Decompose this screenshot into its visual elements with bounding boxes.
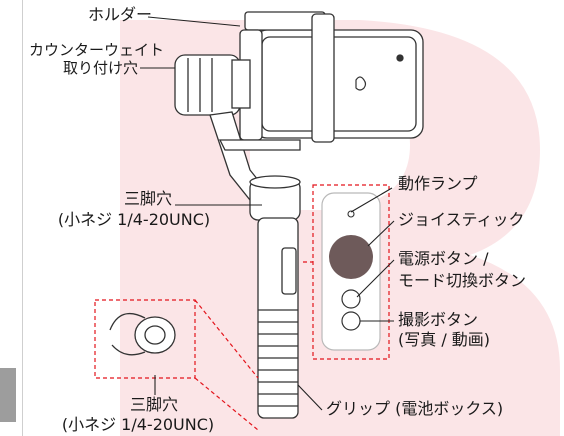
label-power-line1: 電源ボタン /: [398, 249, 489, 268]
label-tripod-bottom-line2: (小ネジ 1/4-20UNC): [61, 415, 215, 434]
label-counterweight-line1: カウンターウェイト: [28, 41, 164, 59]
label-counterweight-line2: 取り付け穴: [62, 59, 138, 77]
side-marker: [0, 368, 16, 422]
label-tripod-bottom-line1: 三脚穴: [129, 395, 178, 414]
bottom-socket-closeup: [109, 312, 176, 356]
label-holder: ホルダー: [88, 5, 153, 24]
grip-rings: [258, 309, 298, 407]
bottom-socket-callout-box: [94, 299, 196, 379]
apple-logo-icon: [355, 76, 367, 91]
label-action-lamp: 動作ランプ: [398, 174, 478, 193]
action-lamp-indicator: [347, 210, 355, 218]
side-column: [0, 0, 23, 436]
label-grip: グリップ (電池ボックス): [326, 399, 504, 418]
shoot-button: [341, 311, 361, 331]
control-panel-callout-box: [312, 184, 390, 360]
label-shoot-line2: (写真 / 動画): [398, 330, 491, 349]
label-tripod-top-line1: 三脚穴: [123, 189, 172, 208]
label-power-line2: モード切換ボタン: [398, 271, 527, 290]
label-shoot-line1: 撮影ボタン: [398, 310, 479, 329]
label-tripod-top-line2: (小ネジ 1/4-20UNC): [57, 210, 211, 229]
power-button: [341, 289, 361, 309]
joystick-knob: [329, 235, 373, 279]
label-joystick: ジョイスティック: [398, 210, 525, 229]
